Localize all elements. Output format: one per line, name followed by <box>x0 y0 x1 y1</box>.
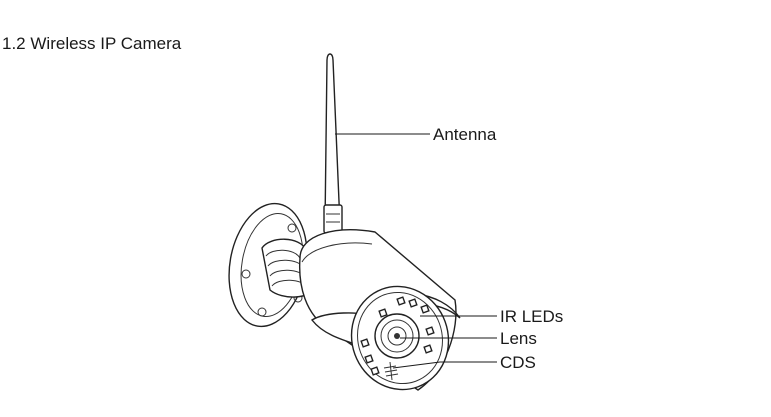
label-lens: Lens <box>500 329 537 348</box>
callout-lines <box>335 133 497 369</box>
label-ir-leds: IR LEDs <box>500 307 563 326</box>
lens-center <box>394 333 400 339</box>
ir-led-array <box>360 296 435 376</box>
section-heading: 1.2 Wireless IP Camera <box>2 34 181 54</box>
section-title: Wireless IP Camera <box>30 34 182 53</box>
label-antenna: Antenna <box>433 125 497 144</box>
cds-sensor <box>383 361 399 381</box>
section-number: 1.2 <box>2 34 26 53</box>
antenna-part <box>323 53 343 234</box>
cds-leader-a <box>392 361 441 369</box>
label-cds: CDS <box>500 353 536 372</box>
